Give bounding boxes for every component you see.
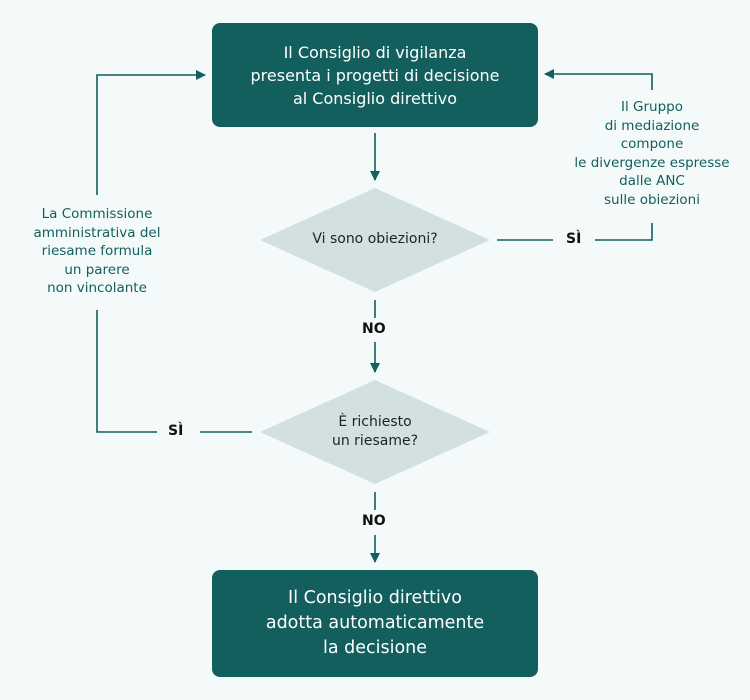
review-no-label: NO [360, 513, 388, 529]
review-yes-label: SÌ [166, 423, 186, 439]
end-box-line: adotta automaticamente [265, 613, 485, 633]
arrow-mediation-return [544, 69, 653, 90]
decision-review-text: È richiesto un riesame? [290, 413, 460, 451]
decision-diamond-review [260, 380, 490, 484]
start-box-line: Il Consiglio di vigilanza [283, 42, 467, 62]
mediation-note-line: le divergenze espresse [574, 154, 730, 171]
objections-yes-label: SÌ [564, 231, 584, 247]
end-box-line: la decisione [322, 638, 428, 658]
mediation-note-line: Il Gruppo [621, 99, 683, 115]
start-box-line: al Consiglio direttivo [292, 88, 458, 108]
mediation-note-line: di mediazione [604, 117, 700, 134]
line-review-board-lower [96, 310, 157, 433]
mediation-note-line: sulle obiezioni [604, 191, 700, 208]
review-board-note-line: La Commissione [41, 206, 153, 222]
review-board-note-line: amministrativa del [33, 224, 161, 241]
review-board-note-line: non vincolante [47, 280, 147, 296]
end-box-line: Il Consiglio direttivo [288, 588, 462, 608]
start-box-line: presenta i progetti di decisione [250, 65, 500, 85]
decision-objections-text: Vi sono obiezioni? [290, 230, 460, 249]
decision-review-line: È richiesto [338, 414, 412, 430]
mediation-note-line: compone [620, 136, 684, 152]
mediation-note: Il Gruppo di mediazione compone le diver… [552, 98, 750, 209]
end-box: Il Consiglio direttivo adotta automatica… [212, 570, 538, 677]
start-box: Il Consiglio di vigilanza presenta i pro… [212, 23, 538, 127]
mediation-note-line: dalle ANC [619, 173, 685, 189]
decision-diamond-objections [260, 188, 490, 292]
review-board-note: La Commissione amministrativa del riesam… [17, 205, 177, 298]
review-board-note-line: un parere [64, 261, 130, 278]
line-mediation-return-lower [595, 223, 653, 241]
objections-no-label: NO [360, 321, 388, 337]
decision-objections-line: Vi sono obiezioni? [312, 231, 438, 247]
review-board-note-line: riesame formula [41, 243, 153, 259]
decision-review-line: un riesame? [331, 433, 418, 449]
arrow-review-board-return [96, 70, 206, 195]
